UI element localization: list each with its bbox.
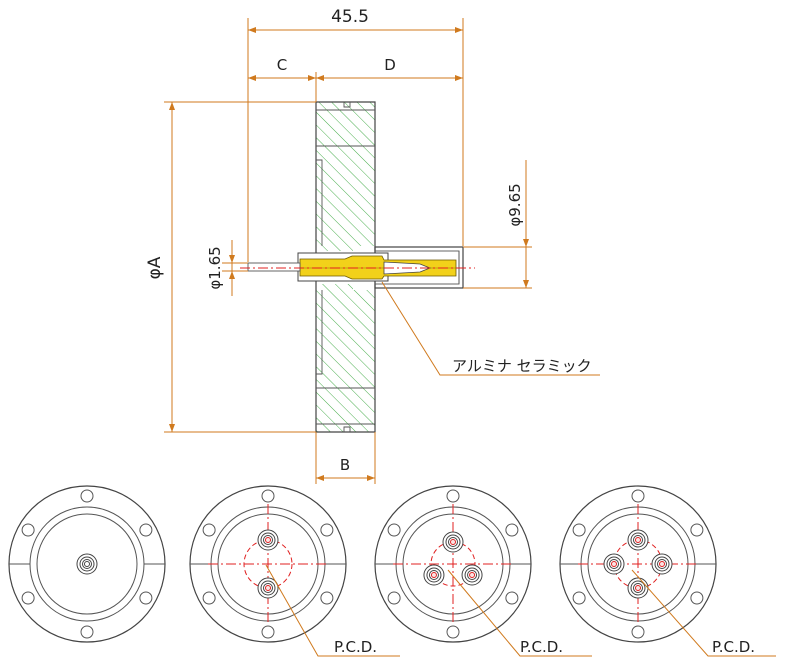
feedthrough-wire xyxy=(247,262,301,272)
side-section-view xyxy=(240,101,475,433)
sleeve-diameter-label: φ9.65 xyxy=(506,183,524,226)
bolt-hole xyxy=(139,523,153,537)
pin-center xyxy=(469,572,476,578)
bolt-hole xyxy=(572,523,586,537)
bolt-hole xyxy=(261,489,275,503)
pin-center xyxy=(635,537,641,543)
bolt-hole xyxy=(202,523,216,537)
bolt-hole xyxy=(320,523,334,537)
flange-section-hatch xyxy=(316,102,375,432)
pcd-label-1: P.C.D. xyxy=(334,638,377,656)
bolt-hole xyxy=(261,625,275,639)
dim-c-label: C xyxy=(277,56,287,74)
material-callout: アルミナ セラミック xyxy=(452,357,592,375)
pin-center xyxy=(84,561,90,567)
pin-center xyxy=(659,561,665,567)
pin-center xyxy=(265,537,271,543)
pin-center xyxy=(450,539,456,545)
pin-center xyxy=(635,585,641,591)
bolt-hole xyxy=(139,591,153,605)
bolt-hole xyxy=(21,523,35,537)
dimension-lines xyxy=(164,18,600,484)
bolt-hole xyxy=(446,625,460,639)
bolt-hole xyxy=(690,591,704,605)
dim-a-label: φA xyxy=(145,256,165,279)
pcd-leaders xyxy=(265,564,776,657)
pin-center xyxy=(265,585,271,591)
bolt-hole xyxy=(80,625,94,639)
inner-ring xyxy=(36,513,138,615)
bolt-hole xyxy=(505,523,519,537)
bolt-hole xyxy=(80,489,94,503)
pcd-circle xyxy=(430,541,476,587)
bolt-hole xyxy=(387,523,401,537)
bolt-hole xyxy=(21,591,35,605)
pcd-label-3: P.C.D. xyxy=(712,638,755,656)
pin-center xyxy=(611,561,617,567)
bolt-hole xyxy=(387,591,401,605)
pin-center xyxy=(430,572,437,578)
dim-b-label: B xyxy=(340,456,350,474)
bolt-hole xyxy=(320,591,334,605)
overall-length-label: 45.5 xyxy=(331,7,369,27)
dim-d-label: D xyxy=(384,56,396,74)
bolt-hole xyxy=(446,489,460,503)
gold-pin xyxy=(299,255,457,280)
pcd-label-2: P.C.D. xyxy=(520,638,563,656)
front-views xyxy=(8,485,717,643)
bolt-hole xyxy=(202,591,216,605)
bolt-hole xyxy=(690,523,704,537)
bolt-hole xyxy=(631,625,645,639)
pin-diameter-label: φ1.65 xyxy=(206,246,224,289)
bolt-hole xyxy=(631,489,645,503)
bolt-hole xyxy=(572,591,586,605)
bolt-hole xyxy=(505,591,519,605)
